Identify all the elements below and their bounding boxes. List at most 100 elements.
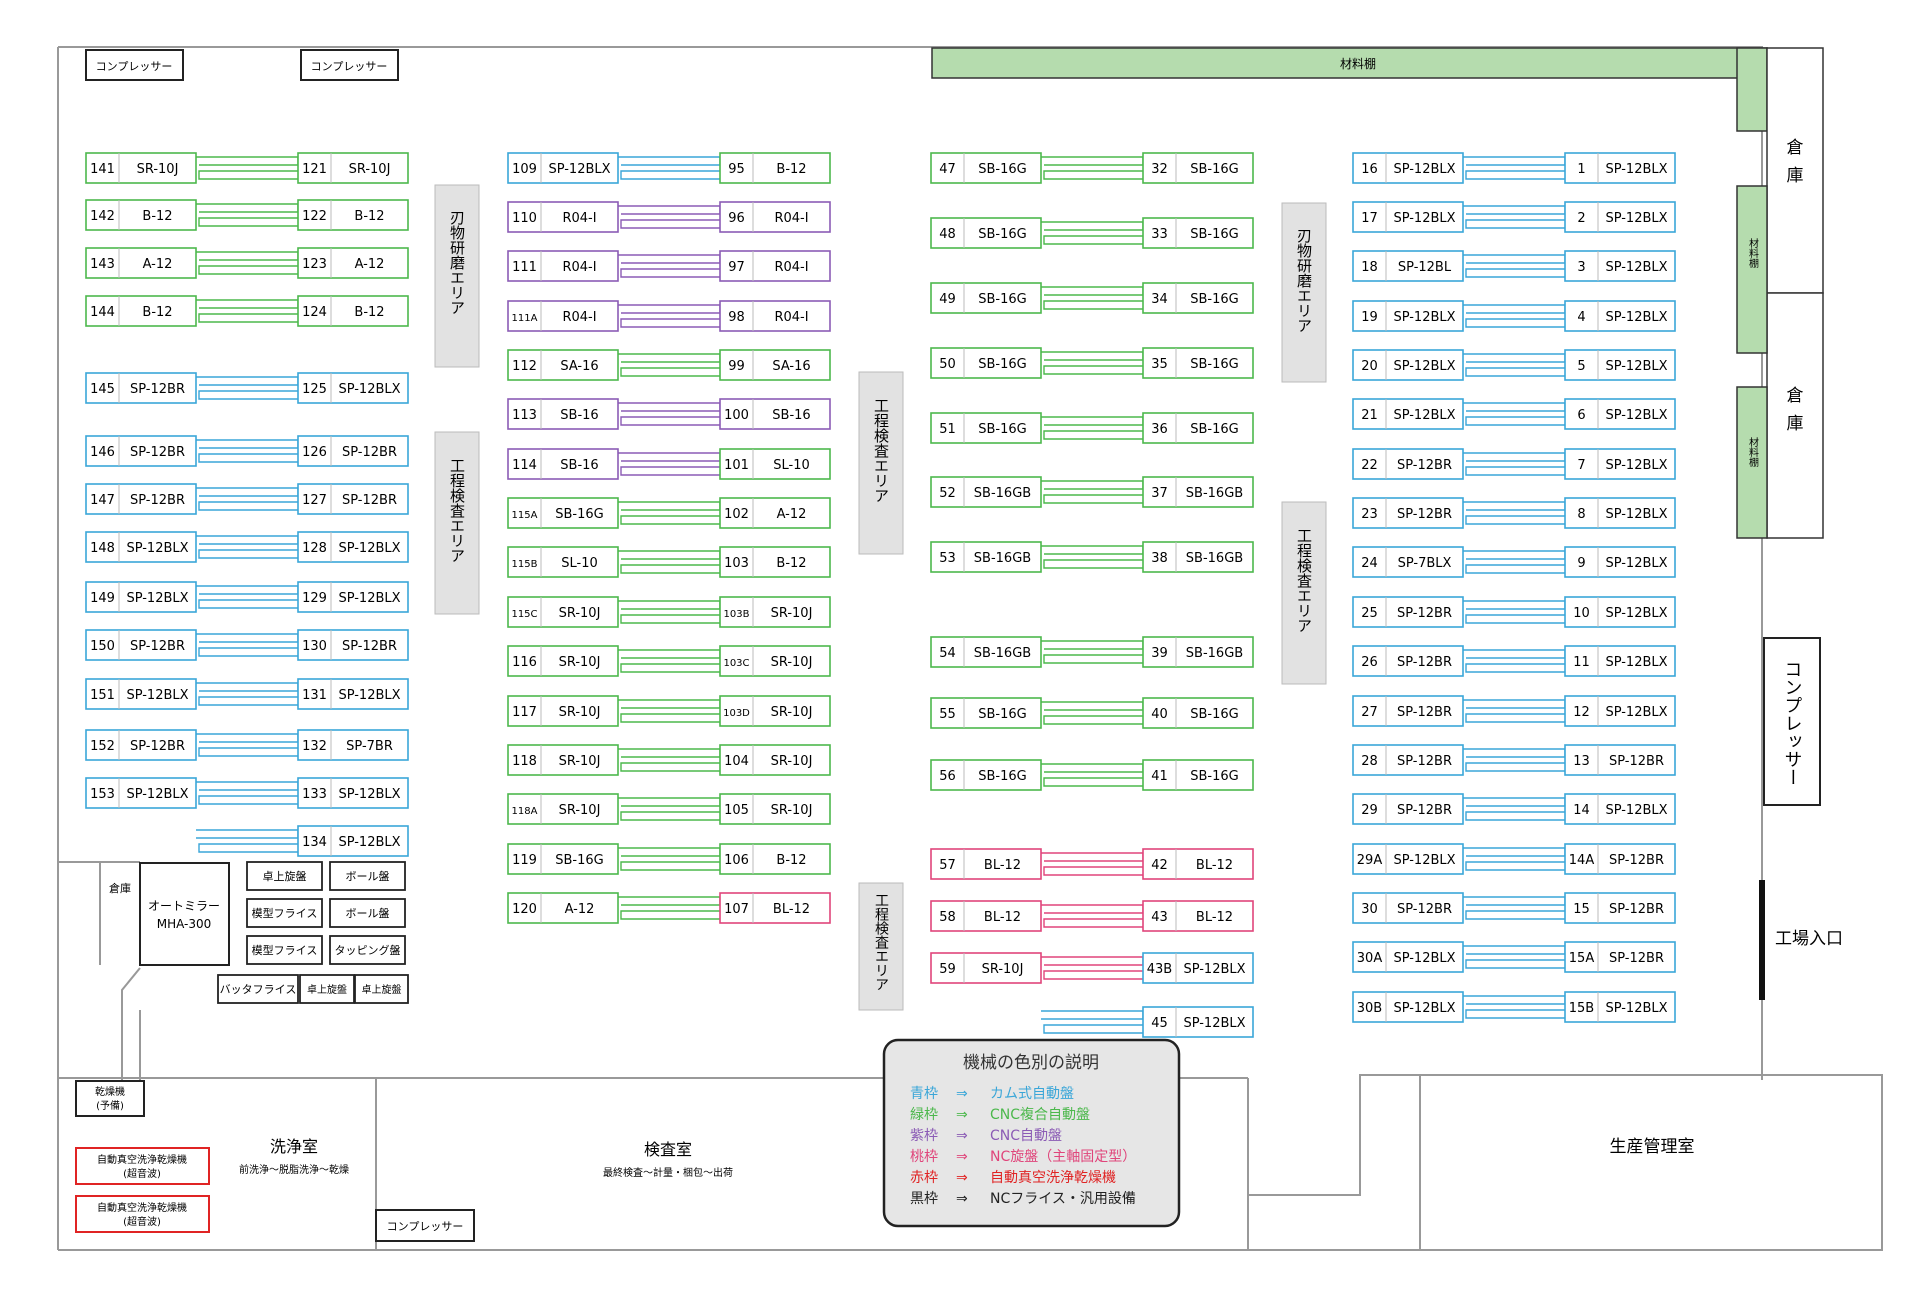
machine-bar-upper bbox=[1463, 304, 1566, 314]
machine-bar-lower bbox=[1465, 959, 1565, 969]
machine-model: SB-16GB bbox=[974, 646, 1031, 661]
machine-id: 22 bbox=[1361, 458, 1378, 473]
machine-id: 34 bbox=[1151, 292, 1168, 307]
machine-bar-lower bbox=[1465, 268, 1565, 278]
machine-model: SB-16G bbox=[978, 357, 1026, 372]
machine-model: SB-16GB bbox=[974, 551, 1031, 566]
machine-frame bbox=[507, 497, 619, 529]
machine-id: 57 bbox=[939, 858, 956, 873]
machine-frame bbox=[1564, 349, 1676, 381]
dryer-spare-label-1: 乾燥機 bbox=[95, 1085, 125, 1098]
machine-frame bbox=[507, 398, 619, 430]
machine-model: R04-I bbox=[774, 260, 808, 275]
machine-model: SP-7BLX bbox=[1398, 556, 1452, 571]
machine-frame bbox=[85, 581, 197, 613]
machine-bar-upper bbox=[1041, 221, 1144, 231]
machine-bar-lower bbox=[198, 265, 298, 275]
machine-model: SP-12BLX bbox=[1393, 359, 1455, 374]
machine-id: 30B bbox=[1357, 1001, 1382, 1016]
machine-frame bbox=[930, 952, 1042, 984]
machine-frame bbox=[930, 900, 1042, 932]
legend-key: 紫枠 bbox=[910, 1128, 938, 1144]
machine-frame bbox=[297, 678, 409, 710]
machine-id: 53 bbox=[939, 551, 956, 566]
machine-frame bbox=[85, 629, 197, 661]
machine-frame bbox=[297, 295, 409, 327]
machine-model: B-12 bbox=[776, 162, 806, 177]
machine-frame bbox=[507, 349, 619, 381]
machine-id: 150 bbox=[90, 639, 115, 654]
equipment-item: 模型フライス bbox=[246, 898, 323, 928]
machine-id: 56 bbox=[939, 769, 956, 784]
machine-id: 48 bbox=[939, 227, 956, 242]
process-inspection-area-4-label: 工程検査エリア bbox=[1295, 528, 1313, 633]
machine-model: SP-12BLX bbox=[548, 162, 610, 177]
machine-frame bbox=[297, 199, 409, 231]
machine-frame bbox=[930, 152, 1042, 184]
machine-id: 29A bbox=[1357, 853, 1383, 868]
machine-model: SB-16GB bbox=[1186, 646, 1243, 661]
equipment-label: 卓上旋盤 bbox=[362, 983, 402, 996]
machine-id: 148 bbox=[90, 541, 115, 556]
machine-model: SP-12BR bbox=[1609, 754, 1664, 769]
machine-frame bbox=[719, 152, 831, 184]
machine-bar-upper bbox=[196, 733, 299, 743]
compressor-box-right bbox=[1763, 637, 1821, 806]
machine-id: 15B bbox=[1569, 1001, 1594, 1016]
machine-bar-lower bbox=[620, 614, 720, 624]
machine-frame bbox=[1142, 759, 1254, 791]
legend-key: 桃枠 bbox=[910, 1149, 938, 1165]
machine-model: SR-10J bbox=[771, 705, 813, 720]
machine-model: SP-12BLX bbox=[1393, 1001, 1455, 1016]
machine-id: 102 bbox=[724, 507, 749, 522]
machine-frame bbox=[85, 729, 197, 761]
machine-model: A-12 bbox=[143, 257, 173, 272]
equipment-label: 卓上旋盤 bbox=[307, 983, 347, 996]
tool-grinding-area-2 bbox=[1281, 202, 1327, 383]
machine-model: B-12 bbox=[354, 209, 384, 224]
machine-bar-upper bbox=[618, 600, 721, 610]
machine-id: 15A bbox=[1569, 951, 1595, 966]
equipment-label: タッピング盤 bbox=[335, 943, 401, 957]
legend-key: 赤枠 bbox=[910, 1170, 938, 1186]
equipment-label: 模型フライス bbox=[252, 906, 318, 920]
machine-model: SR-10J bbox=[771, 803, 813, 818]
machine-bar-lower bbox=[1043, 970, 1143, 980]
machine-frame bbox=[719, 398, 831, 430]
machine-frame bbox=[1564, 152, 1676, 184]
machine-frame bbox=[85, 152, 197, 184]
machine-model: SP-12BR bbox=[342, 493, 397, 508]
equipment-label: 模型フライス bbox=[252, 943, 318, 957]
machine-bar-lower bbox=[198, 390, 298, 400]
machine-frame bbox=[1142, 282, 1254, 314]
machine-bar-upper bbox=[1041, 286, 1144, 296]
machine-model: SP-12BR bbox=[1609, 951, 1664, 966]
machine-bar-upper bbox=[1041, 416, 1144, 426]
machine-frame bbox=[1142, 347, 1254, 379]
machine-model: SP-12BLX bbox=[1605, 310, 1667, 325]
machine-bar-upper bbox=[1041, 156, 1144, 166]
machine-model: SP-12BLX bbox=[1393, 951, 1455, 966]
machine-id: 25 bbox=[1361, 606, 1378, 621]
legend-key: 黒枠 bbox=[910, 1191, 938, 1207]
washroom-label: 洗浄室 bbox=[270, 1137, 318, 1156]
machine-model: BL-12 bbox=[984, 910, 1021, 925]
